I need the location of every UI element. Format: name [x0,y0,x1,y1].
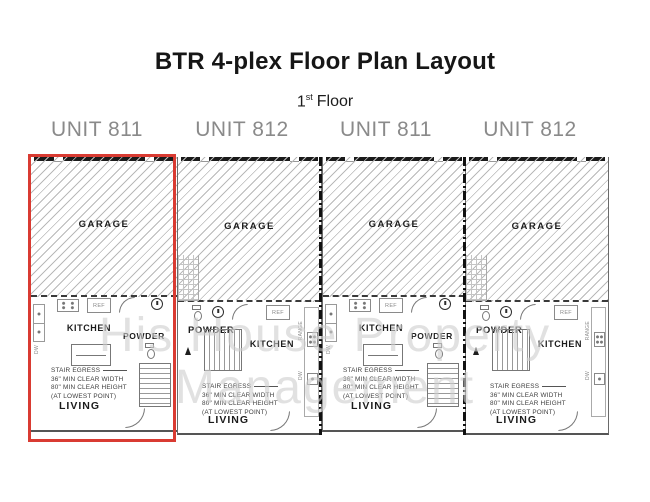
stair-egress-note: STAIR EGRESS 36" MIN CLEAR WIDTH 80" MIN… [202,383,278,418]
sink-icon [33,304,45,342]
refrigerator-icon: REF [87,298,111,313]
unit-label-811-second: UNIT 811 [340,118,432,141]
kitchen-label: KITCHEN [537,339,583,349]
range-icon [594,332,605,347]
dishwasher-label: DW [585,371,591,380]
powder-label: POWDER [411,331,453,341]
door-arc-icon [520,304,536,320]
egress-line-4: (AT LOWEST POINT) [490,408,556,416]
range-icon [349,299,371,312]
unit-label-811-first: UNIT 811 [51,118,143,141]
kitchen-counter [591,307,606,417]
entry-door-arc-icon [558,411,578,431]
egress-line-1: STAIR EGRESS [343,367,419,376]
party-wall-divider [319,157,322,435]
mudroom-hatch [178,255,199,301]
garage-label: GARAGE [78,219,130,230]
party-wall-divider [463,157,466,435]
stairs-icon [139,363,171,407]
stair-egress-note: STAIR EGRESS 36" MIN CLEAR WIDTH 80" MIN… [490,383,566,418]
garage-area: GARAGE [178,157,321,302]
floor-number: 1 [296,93,306,111]
egress-line-3: 80" MIN CLEAR HEIGHT [490,400,566,408]
garage-area: GARAGE [466,157,608,302]
garage-label: GARAGE [511,221,563,232]
dishwasher-icon [307,373,318,385]
refrigerator-icon: REF [379,298,403,313]
up-arrow-icon [185,347,191,355]
kitchen-island-icon [363,344,403,366]
stair-egress-note: STAIR EGRESS 36" MIN CLEAR WIDTH 80" MIN… [51,367,127,402]
stairs-icon [427,363,459,407]
stairs-icon [204,329,242,371]
kitchen-label: KITCHEN [66,323,112,333]
unit-label-812-first: UNIT 812 [195,118,289,141]
egress-line-4: (AT LOWEST POINT) [202,408,268,416]
floor-word: Floor [316,93,354,111]
refrigerator-icon: REF [266,305,290,320]
page-title: BTR 4-plex Floor Plan Layout [154,48,496,75]
range-icon [307,332,318,347]
living-label: LIVING [208,414,250,426]
unit-1-highlight-box [28,154,176,442]
egress-line-1: STAIR EGRESS [490,383,566,392]
toilet-icon [433,343,443,359]
egress-line-1: STAIR EGRESS [51,367,127,376]
egress-line-2: 36" MIN CLEAR WIDTH [51,375,124,383]
water-heater-icon [500,306,512,318]
entry-door-arc-icon [270,411,290,431]
toilet-icon [145,343,155,359]
powder-label: POWDER [123,331,165,341]
egress-line-4: (AT LOWEST POINT) [343,392,409,400]
egress-line-2: 36" MIN CLEAR WIDTH [490,391,563,399]
water-heater-icon [212,306,224,318]
range-label: RANGE [298,321,304,341]
unit-3-floorplan: GARAGE REF DW KITCHEN POWDER STAIR EGRES… [322,157,466,432]
egress-line-3: 80" MIN CLEAR HEIGHT [343,384,419,392]
floor-ordinal-suffix: st [305,92,313,102]
toilet-icon [192,305,202,321]
dishwasher-label: DW [326,345,332,354]
unit-label-812-second: UNIT 812 [483,118,577,141]
dishwasher-icon [594,373,605,385]
unit-1-floorplan: GARAGE REF DW KITCHEN POWDER STAIR EGRES… [30,157,178,432]
water-heater-icon [439,298,451,310]
stairs-icon [492,329,530,371]
kitchen-label: KITCHEN [358,323,404,333]
entry-door-arc-icon [417,408,437,428]
unit-4-floorplan: GARAGE REF POWDER KITCHEN RANGE DW STAIR… [465,157,609,435]
kitchen-counter [304,307,319,417]
egress-line-1: STAIR EGRESS [202,383,278,392]
living-label: LIVING [59,400,101,412]
door-arc-icon [411,297,427,313]
water-heater-icon [151,298,163,310]
garage-label: GARAGE [224,221,275,232]
egress-line-2: 36" MIN CLEAR WIDTH [202,391,275,399]
living-label: LIVING [496,414,538,426]
mudroom-hatch [466,255,487,301]
unit-2-floorplan: GARAGE REF POWDER KITCHEN RANGE DW STAIR… [177,157,322,435]
kitchen-label: KITCHEN [249,339,295,349]
kitchen-island-icon [71,344,111,366]
egress-line-2: 36" MIN CLEAR WIDTH [343,375,416,383]
range-icon [57,299,79,312]
door-arc-icon [232,304,248,320]
refrigerator-icon: REF [554,305,578,320]
living-label: LIVING [351,400,393,412]
range-label: RANGE [585,321,591,341]
toilet-icon [480,305,490,321]
garage-label: GARAGE [368,219,420,230]
garage-area: GARAGE [323,157,465,297]
up-arrow-icon [473,347,479,355]
egress-line-4: (AT LOWEST POINT) [51,392,117,400]
dishwasher-label: DW [298,371,304,380]
stair-egress-note: STAIR EGRESS 36" MIN CLEAR WIDTH 80" MIN… [343,367,419,402]
egress-line-3: 80" MIN CLEAR HEIGHT [202,400,278,408]
egress-line-3: 80" MIN CLEAR HEIGHT [51,384,127,392]
garage-area: GARAGE [31,157,177,297]
sink-icon [325,304,337,342]
